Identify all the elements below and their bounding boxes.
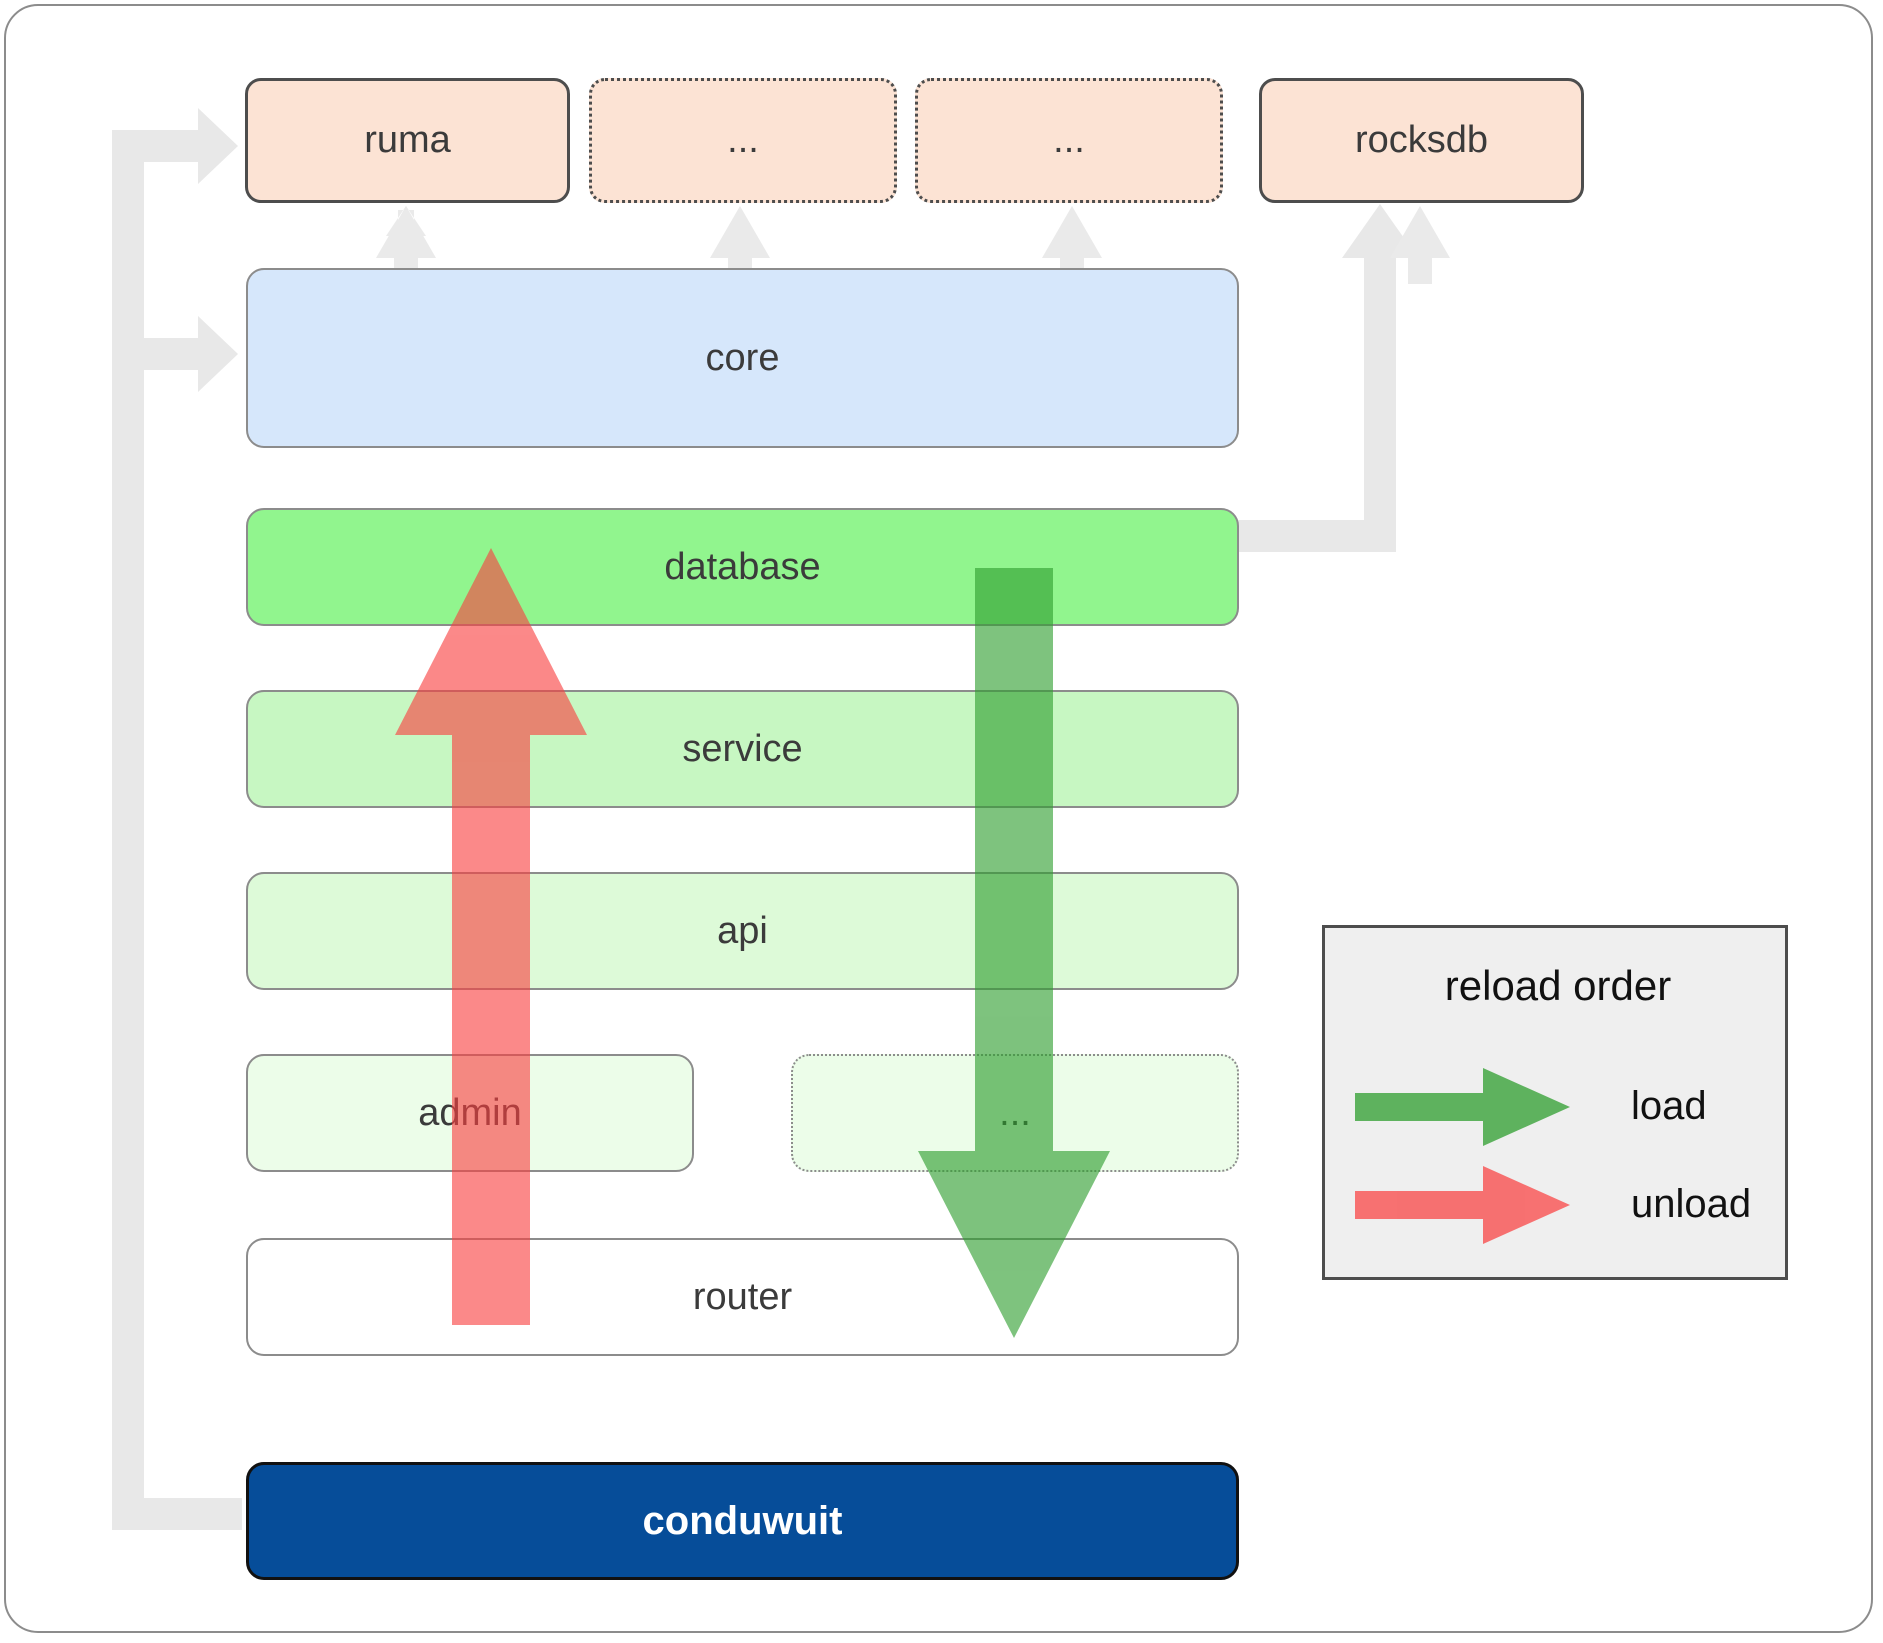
layer-node-router[interactable]: router [246,1238,1239,1356]
legend-title: reload order [1444,962,1672,1009]
arrow-core-to-dots1-shape [710,206,770,284]
arrow-core-to-rocksdb-shape [1390,206,1450,284]
root-node-conduwuit[interactable]: conduwuit [246,1462,1239,1580]
connector-conduwuit-stub [112,1498,242,1530]
arrow-core-to-dots2-shape [1042,206,1102,284]
layer-node-database[interactable]: database [246,508,1239,626]
arrow-core-to-ruma-shape [376,206,436,284]
dependency-node-dots-2[interactable]: ... [915,78,1223,203]
connector-database-to-rocksdb [1222,204,1418,552]
connector-conduwuit-to-ruma [112,108,238,1520]
legend-item-load: load [1325,1060,1791,1152]
legend-label-load: load [1631,1083,1707,1128]
legend-item-unload: unload [1325,1158,1791,1250]
legend-load-arrow-icon [1355,1060,1585,1152]
legend-panel: reload order load [1322,925,1788,1280]
flow-load-arrow [918,568,1110,1338]
legend-label-unload: unload [1631,1181,1752,1226]
legend-unload-arrow-icon [1355,1158,1585,1250]
connector-conduwuit-to-core [144,316,238,392]
flow-unload-arrow [395,548,587,1325]
